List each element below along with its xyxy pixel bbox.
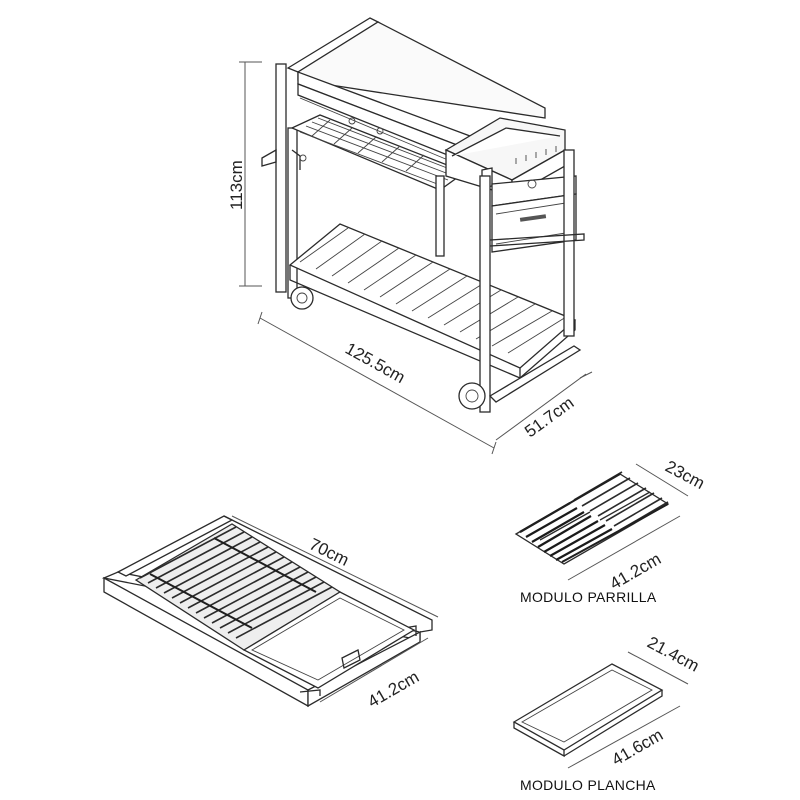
parrilla-length-dimension-line: [567, 515, 681, 581]
tray-depth-label: 41.2cm: [365, 667, 423, 711]
parrilla-caption: MODULO PARRILLA: [520, 589, 657, 605]
length-dimension-line: [257, 311, 497, 455]
plancha-caption: MODULO PLANCHA: [520, 777, 656, 793]
bbq-cart-drawing: 113cm: [227, 17, 593, 455]
plancha-width-label: 21.4cm: [644, 633, 702, 676]
plancha-length-dimension-line: [567, 705, 681, 769]
cart-lower-shelf: [288, 223, 577, 379]
height-dimension-line: [239, 61, 262, 287]
plancha-length-label: 41.6cm: [609, 725, 667, 769]
plancha-module-drawing: 21.4cm 41.6cm MODULO PLANCHA: [512, 633, 702, 793]
tray-length-dimension-line: [231, 515, 439, 618]
plancha-width-dimension-line: [627, 651, 689, 685]
height-label: 113cm: [227, 160, 246, 210]
parrilla-length-label: 41.2cm: [607, 549, 665, 593]
cart-inner-grill: [290, 114, 467, 191]
cart-legs: [435, 149, 585, 413]
cart-firebox: [444, 117, 577, 253]
depth-dimension-line: [495, 371, 593, 441]
tray-depth-dimension-line: [319, 637, 429, 703]
drawer-tray-drawing: 70cm 41.2cm: [101, 515, 439, 711]
parrilla-width-dimension-line: [635, 463, 689, 497]
cart-wheels: [290, 286, 486, 410]
grill-lid: [286, 17, 546, 161]
length-label: 125.5cm: [342, 339, 408, 387]
parrilla-module-drawing: 23cm 41.2cm MODULO PARRILLA: [514, 457, 708, 605]
parrilla-width-label: 23cm: [662, 457, 708, 493]
